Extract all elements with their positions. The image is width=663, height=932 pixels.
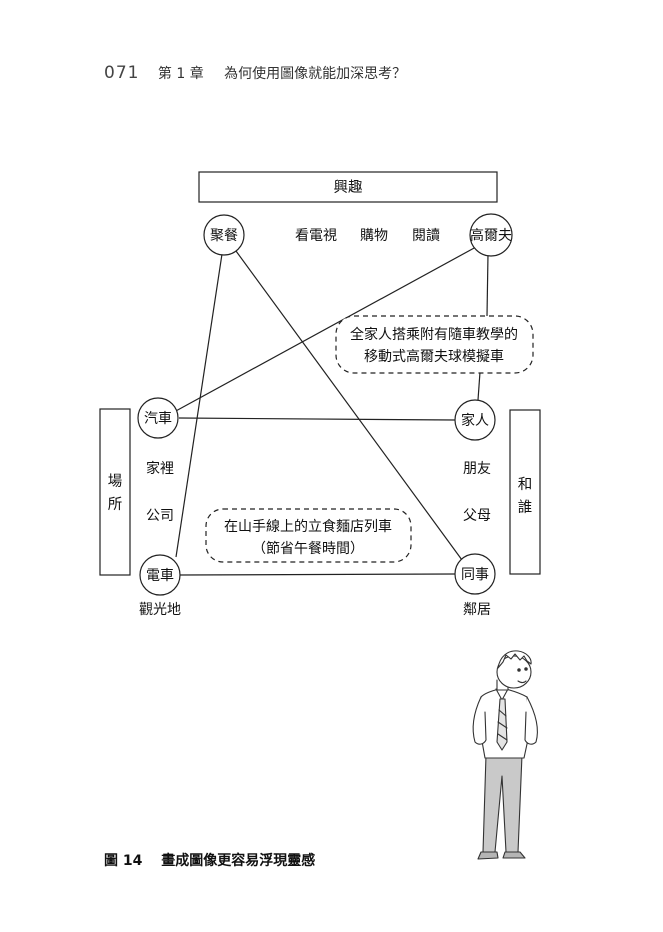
idea-train-line2: （節省午餐時間） xyxy=(252,540,364,557)
category-box-interest xyxy=(198,171,498,203)
thinking-man-illustration xyxy=(472,650,538,860)
node-family: 家人 xyxy=(454,399,496,441)
idea-golf-line1: 全家人搭乘附有隨車教學的 xyxy=(350,326,518,343)
node-car-label: 汽車 xyxy=(144,410,172,427)
item-sightseeing: 觀光地 xyxy=(139,602,181,618)
item-friends: 朋友 xyxy=(463,461,491,477)
item-company: 公司 xyxy=(146,508,174,524)
item-neighbors: 鄰居 xyxy=(463,602,491,618)
line-idea-family xyxy=(477,371,481,401)
item-parents: 父母 xyxy=(463,508,491,524)
figure-caption-text: 畫成圖像更容易浮現靈感 xyxy=(161,853,316,869)
node-dinner-label: 聚餐 xyxy=(210,228,238,244)
node-coworkers-label: 同事 xyxy=(461,567,489,583)
figure-caption: 圖 14 畫成圖像更容易浮現靈感 xyxy=(104,850,315,870)
connection-lines xyxy=(173,246,489,576)
node-train: 電車 xyxy=(139,554,181,596)
node-golf-label: 高爾夫 xyxy=(470,227,512,244)
page-header: 071 第 1 章 為何使用圖像就能加深思考？ xyxy=(104,63,406,83)
page-number: 071 xyxy=(104,63,140,83)
item-shopping: 購物 xyxy=(360,228,388,244)
category-place-char2: 所 xyxy=(108,496,123,513)
line-golf-car xyxy=(173,246,477,413)
chapter-label: 第 1 章 xyxy=(157,66,204,82)
line-dinner-coworkers xyxy=(235,250,463,561)
line-train-coworkers xyxy=(179,573,456,576)
idea-golf-line2: 移動式高爾夫球模擬車 xyxy=(364,348,504,365)
node-dinner: 聚餐 xyxy=(203,214,245,256)
line-dinner-train xyxy=(175,253,223,558)
node-car: 汽車 xyxy=(137,397,179,439)
line-golf-idea xyxy=(486,253,489,317)
idea-bubble-golf-car: 全家人搭乘附有隨車教學的 移動式高爾夫球模擬車 xyxy=(335,315,534,374)
node-golf: 高爾夫 xyxy=(469,213,513,257)
node-train-label: 電車 xyxy=(146,567,174,584)
item-home: 家裡 xyxy=(146,460,174,477)
category-with-whom-char1: 和 xyxy=(518,476,533,493)
node-coworkers: 同事 xyxy=(454,553,496,595)
node-family-label: 家人 xyxy=(461,412,489,429)
line-car-family xyxy=(178,417,456,421)
idea-bubble-noodle-train: 在山手線上的立食麵店列車 （節省午餐時間） xyxy=(205,508,412,563)
category-box-with-whom xyxy=(509,409,541,575)
category-with-whom-char2: 誰 xyxy=(518,499,533,516)
idea-train-line1: 在山手線上的立食麵店列車 xyxy=(224,518,392,535)
category-place-char1: 場 xyxy=(108,473,123,490)
item-tv: 看電視 xyxy=(295,228,337,244)
figure-number: 圖 14 xyxy=(104,853,143,869)
category-interest-label: 興趣 xyxy=(334,179,363,196)
chapter-title: 為何使用圖像就能加深思考？ xyxy=(224,66,407,82)
item-reading: 閱讀 xyxy=(412,228,440,244)
category-box-place xyxy=(99,408,131,576)
